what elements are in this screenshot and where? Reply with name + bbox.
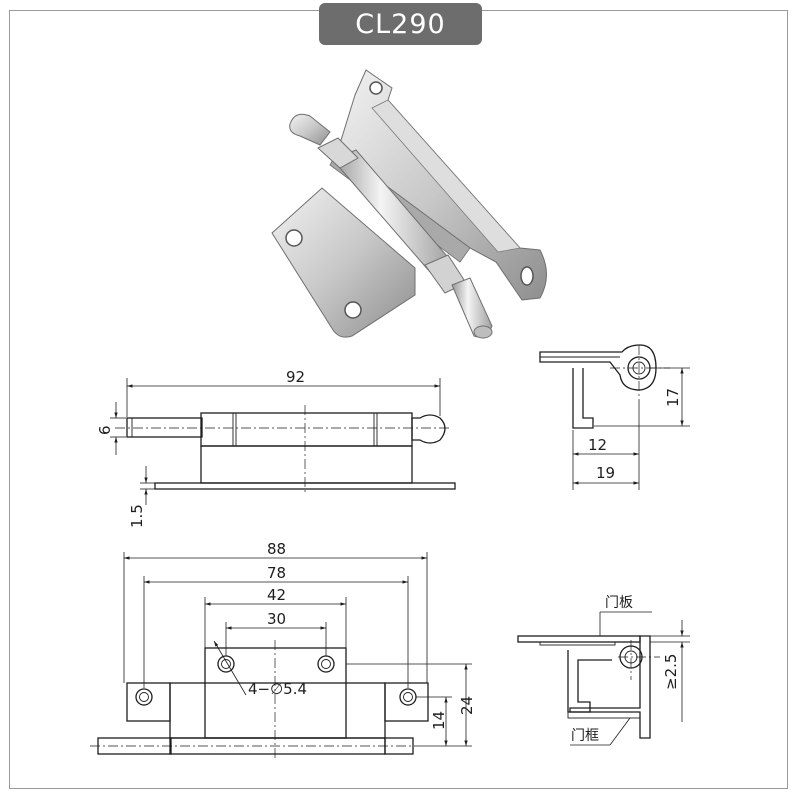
label-door-panel: 门板 — [605, 595, 633, 611]
dim-front-inner-holes: 30 — [267, 610, 286, 628]
dim-end-inner: 12 — [588, 436, 607, 454]
dim-side-pin-dia: 6 — [96, 425, 114, 435]
dim-clearance: ≥2.5 — [662, 654, 680, 690]
hinge-product-image — [271, 69, 547, 339]
dim-side-length: 92 — [286, 368, 305, 386]
front-view: 88 78 42 30 4−∅5.4 24 14 — [90, 540, 476, 760]
dim-front-hole-height: 14 — [430, 711, 448, 730]
installation-view: ≥2.5 门板 门框 — [517, 595, 690, 746]
dim-end-outer: 19 — [596, 464, 615, 482]
dim-end-height: 17 — [664, 388, 682, 407]
dim-side-plate-thk: 1.5 — [128, 504, 146, 528]
label-door-frame: 门框 — [571, 728, 599, 744]
dim-front-holes: 4−∅5.4 — [248, 680, 307, 698]
dim-front-height: 24 — [458, 696, 476, 715]
dim-front-plate-width: 42 — [267, 586, 286, 604]
side-view: 92 6 1.5 — [96, 368, 456, 528]
model-title-badge: CL290 — [319, 3, 482, 45]
dim-front-overall: 88 — [267, 540, 286, 558]
dim-front-outer-holes: 78 — [267, 564, 286, 582]
end-view: 17 12 19 — [539, 344, 690, 490]
